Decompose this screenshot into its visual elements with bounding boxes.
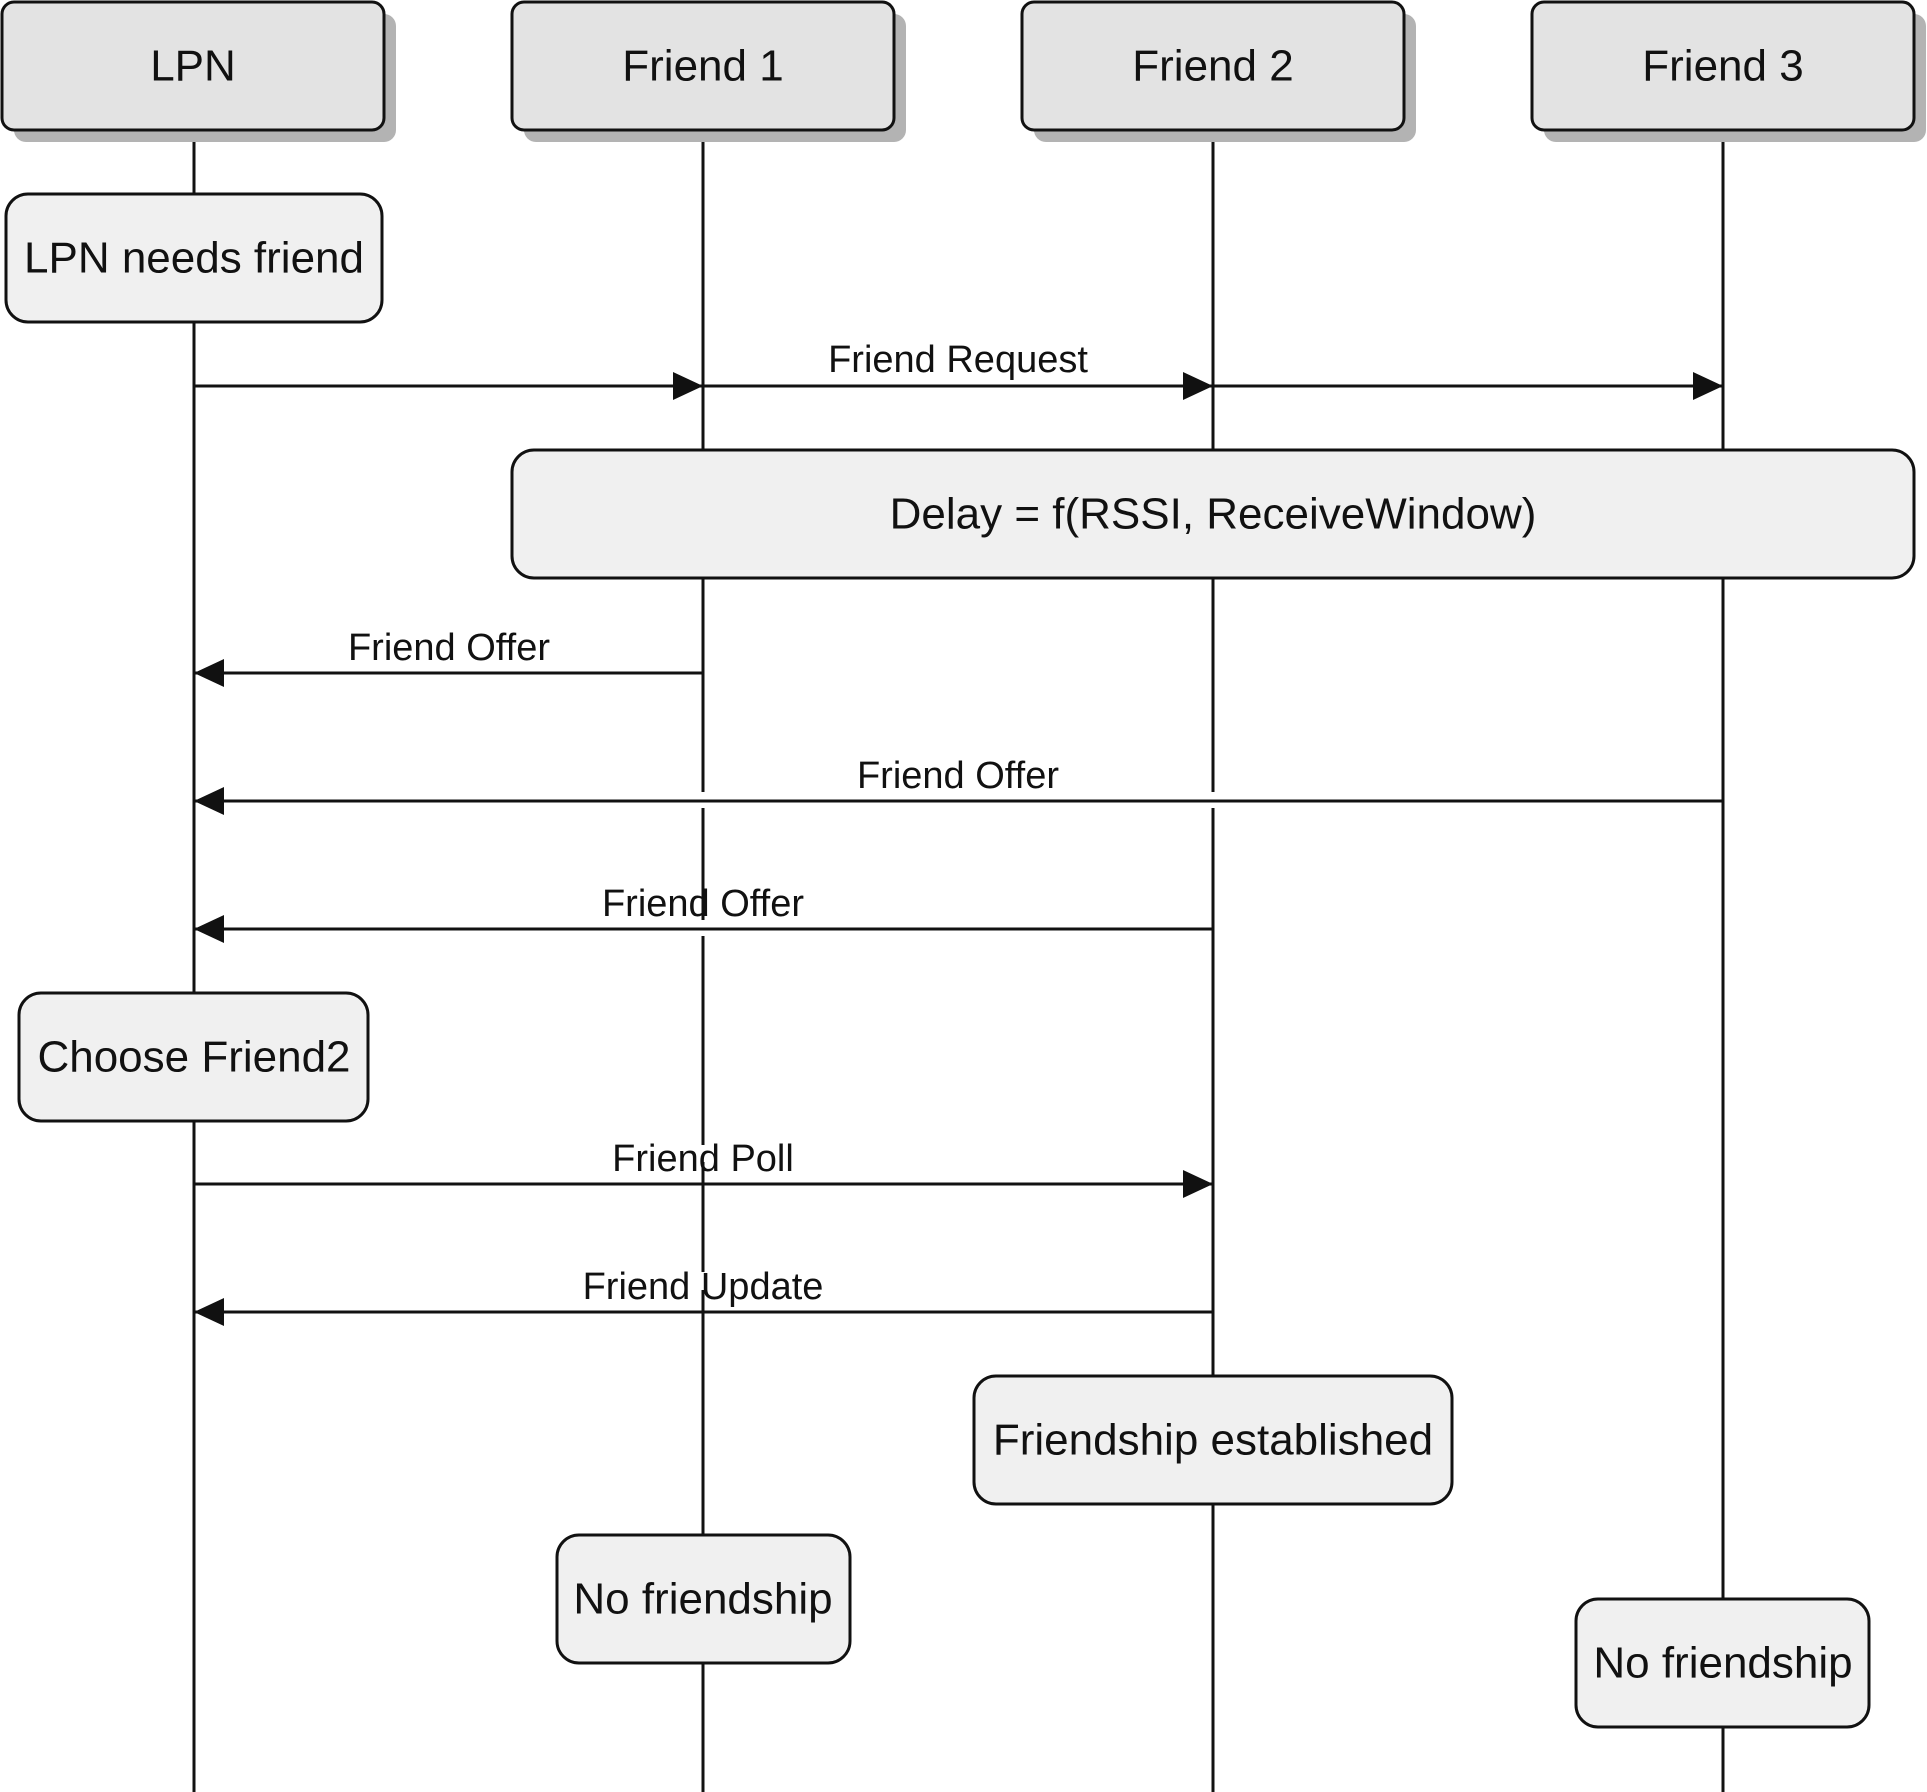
participant-friend2: Friend 2 — [1020, 0, 1416, 142]
note-label: No friendship — [573, 1575, 832, 1624]
note-label: No friendship — [1593, 1639, 1852, 1688]
note-choose-friend: Choose Friend2 — [17, 991, 370, 1123]
lifelines — [192, 130, 1725, 1792]
note-label: Friendship established — [993, 1416, 1433, 1465]
participant-label: Friend 1 — [622, 42, 783, 91]
participant-label: Friend 2 — [1132, 42, 1293, 91]
message-friend-offer-friend1: Friend Offer — [194, 627, 703, 687]
message-friend-request: Friend Request — [194, 339, 1723, 400]
note-label: Choose Friend2 — [37, 1033, 350, 1082]
note-label: Delay = f(RSSI, ReceiveWindow) — [890, 490, 1537, 539]
participant-friend3: Friend 3 — [1530, 0, 1926, 142]
participant-label: Friend 3 — [1642, 42, 1803, 91]
message-label: Friend Offer — [602, 883, 804, 925]
note-no-friendship-friend1: No friendship — [555, 1533, 852, 1665]
message-friend-poll: Friend Poll — [194, 1138, 1213, 1198]
participant-friend1: Friend 1 — [510, 0, 906, 142]
message-friend-update: Friend Update — [194, 1266, 1213, 1326]
participant-lpn: LPN — [0, 0, 396, 142]
note-no-friendship-friend3: No friendship — [1574, 1597, 1871, 1729]
note-friendship-established: Friendship established — [972, 1374, 1454, 1506]
message-friend-offer-friend3: Friend Offer — [194, 755, 1723, 815]
participant-label: LPN — [150, 42, 236, 91]
message-friend-offer-friend2: Friend Offer — [194, 883, 1213, 943]
message-label: Friend Request — [828, 339, 1088, 381]
note-lpn-needs-friend: LPN needs friend — [4, 192, 384, 324]
message-label: Friend Poll — [612, 1138, 794, 1180]
note-label: LPN needs friend — [24, 234, 364, 283]
message-label: Friend Offer — [348, 627, 550, 669]
message-label: Friend Offer — [857, 755, 1059, 797]
note-delay: Delay = f(RSSI, ReceiveWindow) — [510, 448, 1916, 580]
message-label: Friend Update — [583, 1266, 824, 1308]
